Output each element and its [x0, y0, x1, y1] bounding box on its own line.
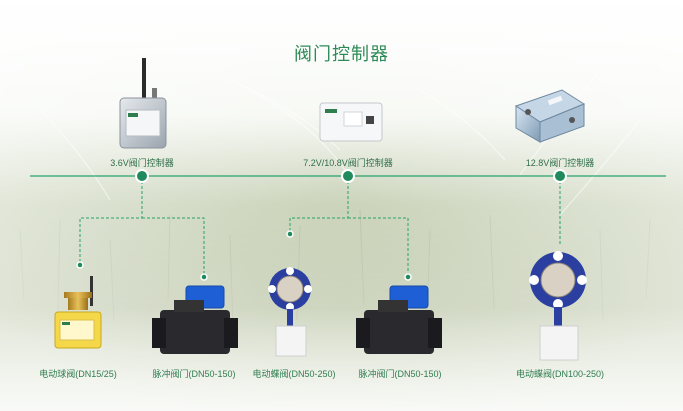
dashed-branches — [79, 176, 561, 275]
controller-label-12-8v: 12.8V阀门控制器 — [525, 158, 595, 168]
controller-7-2v-image — [319, 102, 383, 142]
valve-label-butterfly-dn50: 电动蝶阀(DN50-250) — [252, 369, 336, 379]
endpoint-dots — [76, 230, 412, 281]
diagram-title: 阀门控制器 — [294, 44, 389, 64]
junction-node-3 — [553, 169, 567, 183]
junction-node-2 — [341, 169, 355, 183]
valve-butterfly-dn50-image — [268, 267, 312, 357]
controller-label-7-2v: 7.2V/10.8V阀门控制器 — [303, 158, 393, 168]
valve-label-pulse-1: 脉冲阀门(DN50-150) — [152, 369, 236, 379]
junction-nodes — [135, 169, 567, 183]
valve-label-pulse-2: 脉冲阀门(DN50-150) — [358, 369, 442, 379]
controller-label-3-6v: 3.6V阀门控制器 — [110, 158, 174, 168]
valve-ball-dn15-image — [54, 276, 102, 349]
valve-label-ball-dn15: 电动球阀(DN15/25) — [39, 369, 117, 379]
valve-pulse-dn50-image-1 — [152, 285, 238, 354]
controller-3-6v-image — [119, 58, 167, 149]
valve-butterfly-dn100-image — [529, 251, 587, 361]
valve-label-butterfly-dn100: 电动蝶阀(DN100-250) — [515, 369, 605, 379]
junction-node-1 — [135, 169, 149, 183]
valve-pulse-dn50-image-2 — [356, 285, 442, 354]
controller-12-8v-image — [514, 89, 586, 143]
